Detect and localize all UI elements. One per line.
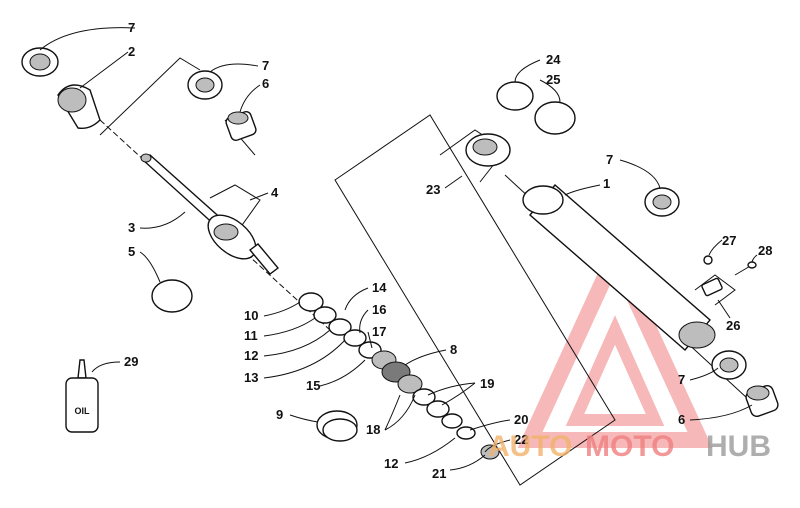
- callout-6-lower-right: 6: [678, 412, 685, 427]
- callout-12-upper: 12: [244, 348, 258, 363]
- o-ring-5: [151, 279, 193, 313]
- shock-body-1: [522, 184, 716, 351]
- callout-11: 11: [244, 328, 258, 343]
- outline-box-shock: [334, 114, 616, 486]
- sleeve-9: [316, 410, 358, 442]
- callout-2: 2: [128, 44, 135, 59]
- callout-13: 13: [244, 370, 258, 385]
- valve-26: [701, 277, 723, 297]
- callout-24: 24: [546, 52, 561, 67]
- callout-3: 3: [128, 220, 135, 235]
- oil-bottle-29: OIL: [65, 359, 99, 433]
- rod-eye-2: [57, 84, 101, 130]
- screw-28: [734, 261, 757, 276]
- reservoir-cap-23: [465, 133, 511, 167]
- callout-12-lower: 12: [384, 456, 398, 471]
- callout-6-upper: 6: [262, 76, 269, 91]
- bushing-7-top-left: [21, 47, 59, 77]
- sleeve-6-upper: [225, 110, 257, 142]
- callout-15: 15: [306, 378, 320, 393]
- callout-labels: 7 2 7 6 4 3 5 10 11 12 13 14 16 17 8 15 …: [124, 20, 772, 481]
- callout-19: 19: [480, 376, 494, 391]
- callout-26: 26: [726, 318, 740, 333]
- callout-7-lower-right: 7: [678, 372, 685, 387]
- callout-25: 25: [546, 72, 560, 87]
- callout-8: 8: [450, 342, 457, 357]
- bushing-7-upper: [187, 70, 223, 100]
- leader-lines: [39, 27, 758, 471]
- seal-ring-24: [496, 81, 534, 111]
- callout-17: 17: [372, 324, 386, 339]
- callout-21: 21: [432, 466, 446, 481]
- callout-28: 28: [758, 243, 772, 258]
- outline-link-top: [99, 57, 201, 136]
- watermark-text: AUTO MOTO HUB: [488, 430, 771, 463]
- callout-20: 20: [514, 412, 528, 427]
- callout-7-right-upper: 7: [606, 152, 613, 167]
- callout-22: 22: [514, 432, 528, 447]
- callout-7-upper: 7: [262, 58, 269, 73]
- watermark-auto: AUTO: [488, 430, 572, 463]
- bushing-7-right-upper: [644, 187, 680, 217]
- washer-27: [703, 255, 713, 265]
- watermark-moto: MOTO: [585, 430, 674, 463]
- callout-4: 4: [271, 185, 279, 200]
- outline-box-4: [209, 184, 261, 236]
- washer-stack: [298, 292, 500, 460]
- seal-ring-25: [534, 101, 576, 135]
- callout-14: 14: [372, 280, 387, 295]
- oil-label: OIL: [75, 406, 91, 416]
- callout-1: 1: [603, 176, 610, 191]
- outline-box-26: [694, 274, 736, 306]
- shaft-head-4: [207, 214, 280, 275]
- callout-16: 16: [372, 302, 386, 317]
- callout-29: 29: [124, 354, 138, 369]
- sleeve-6-lower-right: [745, 384, 779, 418]
- callout-27: 27: [722, 233, 736, 248]
- callout-18: 18: [366, 422, 380, 437]
- watermark-hub: HUB: [706, 430, 771, 463]
- callout-10: 10: [244, 308, 258, 323]
- callout-9: 9: [276, 407, 283, 422]
- callout-23: 23: [426, 182, 440, 197]
- callout-5: 5: [128, 244, 135, 259]
- callout-7-top-left: 7: [128, 20, 135, 35]
- bushing-7-lower-right: [711, 350, 747, 380]
